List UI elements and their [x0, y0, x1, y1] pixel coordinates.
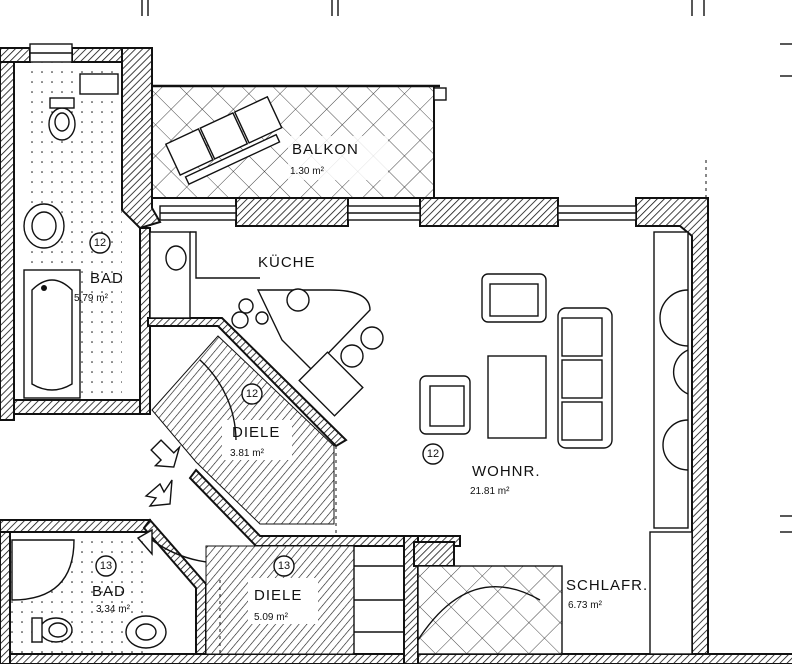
bad-bottom-label: BAD: [92, 583, 126, 600]
balkon-label: BALKON: [292, 141, 359, 158]
diele-top-label: DIELE: [232, 424, 280, 441]
wohnr-badge: 12: [427, 448, 439, 460]
bad-top-room: 12 BAD 5.79 m²: [23, 62, 124, 400]
walls: [0, 47, 792, 664]
diele-bottom-badge: 13: [278, 560, 290, 572]
kitchen-island: [256, 289, 371, 371]
top-edge-marks: [141, 0, 792, 533]
wall-right-outer: [635, 197, 709, 664]
wall-cabinet: [653, 231, 689, 529]
wardrobe: [649, 531, 693, 655]
wall-facade-right: [419, 197, 559, 227]
kitchen-counter-left: [149, 231, 191, 319]
guide-lines: [219, 160, 707, 654]
diele-bottom-room: 13 DIELE 5.09 m²: [205, 545, 404, 655]
wall-facade-mid: [235, 197, 349, 227]
shower-tray: [11, 539, 75, 601]
direction-arrow-icon: [136, 439, 181, 556]
bed-icon: [417, 565, 563, 655]
wohnr-room: 12 WOHNR. 21.81 m²: [419, 231, 689, 529]
diele-bottom-area: 5.09 m²: [254, 612, 289, 623]
wohnr-area: 21.81 m²: [470, 486, 510, 497]
wall-diele-lower: [188, 468, 461, 547]
kueche-room: KÜCHE: [149, 231, 384, 417]
wall-left-outer: [0, 47, 15, 421]
windows: [29, 43, 637, 221]
sink-icon: [125, 615, 167, 649]
balkon-area: 1.30 m²: [290, 166, 325, 177]
stove-icon: [286, 288, 310, 312]
room-number-badge: [89, 232, 111, 254]
armchair-icon: [481, 273, 547, 323]
bad-top-badge: 12: [94, 237, 106, 249]
balcony-table-set: [164, 95, 283, 186]
diele-top-badge: 12: [246, 388, 258, 400]
toilet-icon: [48, 97, 76, 141]
schlafr-room: SCHLAFR. 6.73 m²: [417, 531, 693, 655]
bad-bottom-area: 3.34 m²: [96, 604, 131, 615]
wall-bottom: [0, 653, 792, 664]
bad-bottom-room: 13 BAD 3.34 m²: [10, 532, 167, 654]
bathtub-icon: [23, 269, 81, 399]
wall-bad-bottom-top: [0, 519, 151, 533]
wohnr-label: WOHNR.: [472, 463, 541, 480]
toilet-icon: [31, 617, 73, 643]
diele-top-area: 3.81 m²: [230, 448, 265, 459]
sink-icon: [23, 203, 65, 249]
diele-top-room: 12 DIELE 3.81 m²: [151, 335, 335, 564]
sofa-icon: [557, 307, 613, 449]
schlafr-label: SCHLAFR.: [566, 577, 648, 594]
kueche-label: KÜCHE: [258, 253, 316, 271]
diele-bottom-label: DIELE: [254, 587, 302, 604]
bad-top-area: 5.79 m²: [74, 293, 109, 304]
wall-bad-bottom-left: [0, 531, 11, 664]
armchair-icon: [419, 375, 471, 435]
bad-top-label: BAD: [90, 270, 124, 287]
schlafr-area: 6.73 m²: [568, 600, 603, 611]
wall-schlafr-top: [413, 541, 455, 567]
bad-bottom-badge: 13: [100, 560, 112, 572]
wall-top-left: [0, 47, 31, 63]
wall-bath-bottom: [13, 399, 143, 415]
coffee-table: [487, 355, 547, 439]
